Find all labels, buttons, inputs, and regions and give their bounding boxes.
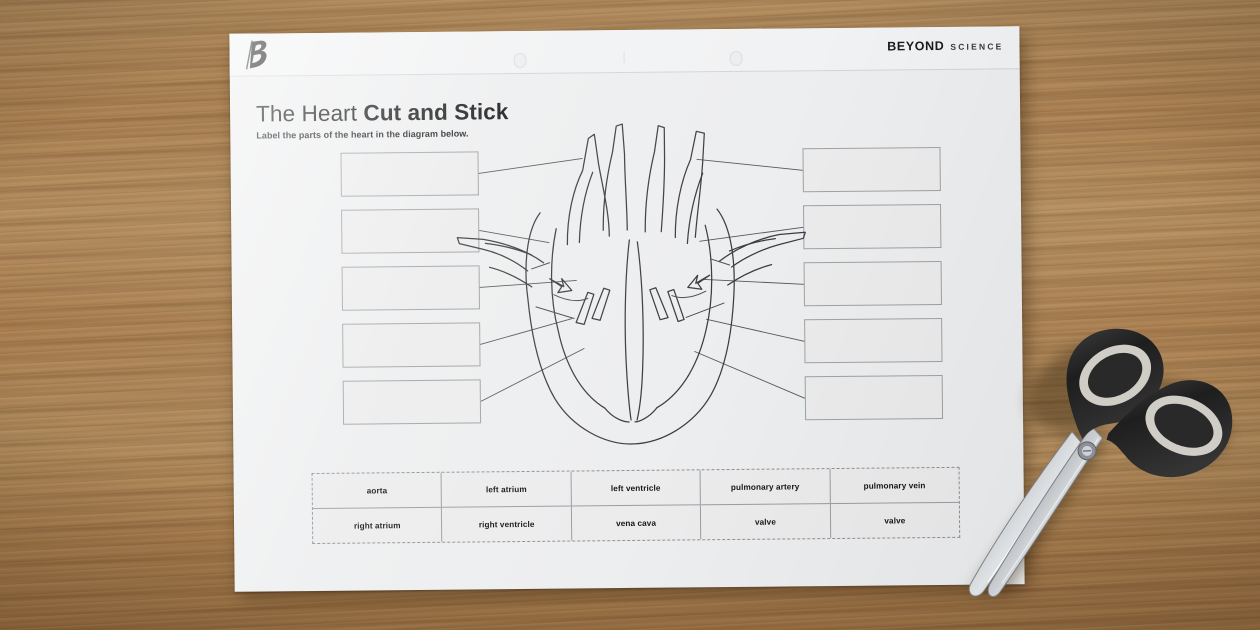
page-title-light: The Heart: [255, 100, 364, 127]
word-card-pulmonary-artery[interactable]: pulmonary artery: [699, 469, 830, 505]
punch-center-tick: [623, 52, 625, 64]
chordae-lines: [531, 258, 731, 320]
label-box-left-1[interactable]: [340, 151, 479, 197]
page-title: The Heart Cut and Stick: [256, 99, 509, 127]
word-card-left-ventricle[interactable]: left ventricle: [570, 470, 701, 506]
cut-and-stick-table[interactable]: aorta left atrium left ventricle pulmona…: [311, 466, 961, 545]
label-box-right-4[interactable]: [804, 317, 943, 364]
word-card-vena-cava[interactable]: vena cava: [570, 505, 701, 541]
label-box-left-3[interactable]: [341, 265, 480, 311]
brand-name-main: BEYOND: [887, 38, 945, 54]
leader-lines-left: [478, 157, 585, 402]
heart-valves: [549, 274, 711, 326]
word-card-valve-2[interactable]: valve: [829, 502, 960, 539]
label-box-right-3[interactable]: [803, 260, 942, 307]
great-vessels: [456, 123, 806, 288]
label-box-left-2[interactable]: [341, 208, 480, 254]
table-row: right atrium right ventricle vena cava v…: [312, 501, 960, 544]
punch-hole-left: [513, 52, 527, 69]
label-box-left-5[interactable]: [342, 379, 482, 425]
word-card-right-ventricle[interactable]: right ventricle: [441, 506, 572, 542]
label-box-left-4[interactable]: [342, 322, 481, 368]
word-card-aorta[interactable]: aorta: [366, 485, 388, 496]
label-box-right-5[interactable]: [804, 374, 944, 421]
page-subtitle: Label the parts of the heart in the diag…: [256, 128, 469, 141]
page-title-bold: Cut and Stick: [363, 99, 509, 126]
beyond-logo-icon: [245, 40, 267, 70]
leader-lines-right: [694, 158, 806, 399]
word-card-pulmonary-vein[interactable]: pulmonary vein: [829, 467, 959, 504]
table-row: aorta left atrium left ventricle pulmona…: [313, 467, 959, 508]
word-card-right-atrium[interactable]: right atrium: [353, 520, 401, 531]
word-card-left-atrium[interactable]: left atrium: [440, 471, 571, 507]
brand-lockup: BEYOND SCIENCE: [887, 38, 1004, 54]
punch-hole-right: [729, 50, 743, 67]
label-box-right-2[interactable]: [803, 203, 942, 250]
brand-name-sub: SCIENCE: [950, 41, 1004, 52]
worksheet-header: BEYOND SCIENCE: [229, 26, 1020, 77]
word-card-valve-1[interactable]: valve: [700, 504, 830, 540]
worksheet-paper[interactable]: BEYOND SCIENCE The Heart Cut and Stick L…: [229, 26, 1025, 592]
heart-outline: [525, 208, 735, 445]
label-box-right-1[interactable]: [802, 146, 941, 193]
